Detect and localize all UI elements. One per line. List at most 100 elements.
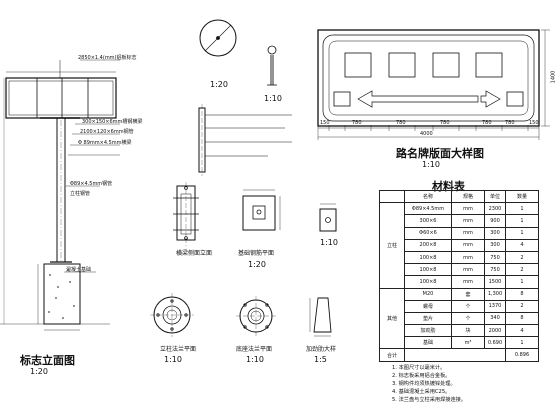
table-cell: 加劲肋 [404,324,452,338]
sign-segment: 150 [529,120,539,126]
sign-segment: 780 [505,120,515,126]
elevation-label: 300×150×6mm槽钢横梁 [82,119,143,125]
table-cell: 2300 [484,202,506,216]
table-cell: 900 [484,214,506,228]
table-cell [404,348,506,362]
table-total-row: 合计 0.896 [379,348,539,362]
side-elevation-detail [173,182,199,246]
table-row: 螺母 个 1370 2 [380,299,539,313]
table-header-cell: 单位 [484,189,506,204]
table-cell: 基础 [404,336,452,350]
notes-block: 1. 本图尺寸以毫米计。 2. 标志板采用铝合金板。 3. 钢构件均须热镀锌处理… [392,364,466,404]
small-pole-view [267,45,277,86]
elevation-title: 标志立面图 [20,354,75,367]
note-line: 4. 基础混凝土采用C25。 [392,389,451,395]
panel-outer-border [317,29,540,127]
table-header-cell: 规格 [451,189,485,204]
table-header-cell: 名称 [404,189,452,204]
table-cell: mm [451,275,485,289]
table-cell: 1 [505,275,539,289]
table-cell: 200×8 [404,238,452,252]
left-scale: 1:10 [264,94,282,103]
table-row: 其他 M20 套 1,300 8 [379,287,539,350]
table-cell: M20 [404,287,452,301]
table-cell: mm [451,263,485,277]
section-scale: 1:20 [248,260,266,269]
table-cell: 2 [505,250,539,265]
elevation-label: Φ89×4.5mm钢管 [70,181,113,187]
table-cell: 300×6 [404,214,452,228]
stiffener-detail [309,297,332,337]
table-cell: 块 [451,324,485,338]
cross-arm-side [198,104,292,176]
table-cell: 340 [484,311,506,326]
flange-top-title: 立柱法兰平面 [160,346,197,353]
flange-top-plan [150,293,194,337]
table-cell: 个 [451,311,485,326]
table-cell: mm [451,226,485,240]
sign-segment: 780 [352,120,362,126]
flange-top-scale: 1:10 [164,355,182,364]
table-cell: 8 [505,287,539,301]
table-cell: 750 [484,263,506,277]
group-label: 其他 [379,287,405,350]
table-cell: 1370 [484,299,506,313]
table-cell: 1 [505,202,539,216]
table-cell: 螺母 [404,299,452,313]
foundation-section [242,189,281,231]
table-cell: Φ60×6 [404,226,452,240]
table-cell: mm [451,202,485,216]
table-header-row: 名称 规格 单位 数量 [379,189,539,204]
table-cell: 套 [451,287,485,301]
circle-scale: 1:20 [210,80,228,89]
sign-overall-width: 4000 [420,131,433,137]
table-row: 100×8 mm 750 2 [380,263,539,277]
table-cell: 2000 [484,324,506,338]
table-cell: Φ89×4.5mm [404,202,452,216]
table-cell: 750 [484,250,506,265]
table-cell: 100×8 [404,275,452,289]
sign-panel-title: 路名牌版面大样图 [396,147,484,160]
table-cell: 1 [505,226,539,240]
table-cell: 1500 [484,275,506,289]
table-row: 100×8 mm 1500 1 [380,275,539,289]
note-line: 1. 本图尺寸以毫米计。 [392,365,446,371]
stiffener-title: 加劲肋大样 [306,346,337,353]
flange-bottom-title: 底座法兰平面 [236,346,273,353]
material-table-title: 材料表 [432,180,465,193]
table-cell: 300 [484,238,506,252]
elevation-label: 立柱钢管 [70,191,91,197]
sign-segment: 780 [482,120,492,126]
sign-segment: 150 [320,120,330,126]
table-cell: 100×8 [404,263,452,277]
table-cell: 1 [505,214,539,228]
section-title: 基础钢筋平面 [238,250,275,257]
table-cell: m³ [451,336,485,350]
small-sec-scale: 1:10 [320,238,338,247]
stiffener-scale: 1:5 [314,355,327,364]
table-header-cell: 数量 [505,189,539,204]
small-section [319,203,337,232]
side-elevation-title: 横梁侧面立面 [176,250,213,257]
table-cell: 2 [505,263,539,277]
sign-segment: 780 [440,120,450,126]
table-row: 加劲肋 块 2000 4 [380,324,539,338]
table-cell: 8 [505,311,539,326]
sign-segment: 780 [396,120,406,126]
table-cell: 垫片 [404,311,452,326]
sign-panel-scale: 1:10 [422,160,440,169]
elevation-scale: 1:20 [30,367,48,376]
note-line: 5. 法兰盘与立柱采用焊接连接。 [392,397,467,403]
table-header-cell [379,189,405,204]
elevation-label: 2850×1.4(mm)铝板标志 [78,55,137,61]
elevation-label: 混凝土基础 [66,267,92,273]
sign-panel-detail [317,29,550,140]
table-row: 立柱 Φ89×4.5mm mm 2300 1 [379,202,539,289]
table-cell: 1 [505,336,539,350]
flange-bottom-scale: 1:10 [246,355,264,364]
total-value: 0.896 [505,348,539,362]
table-cell: mm [451,214,485,228]
material-table: 名称 规格 单位 数量 立柱 Φ89×4.5mm mm 2300 1 300×6… [379,189,539,362]
table-row: Φ60×6 mm 300 1 [380,226,539,240]
